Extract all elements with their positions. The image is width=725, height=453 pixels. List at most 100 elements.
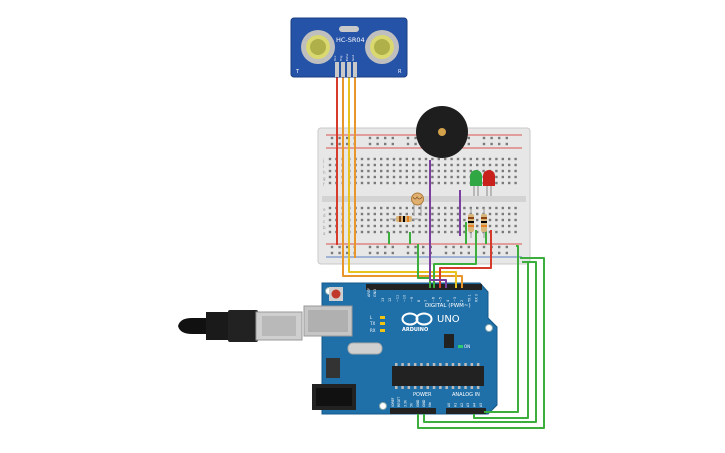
breadboard-hole (508, 181, 511, 185)
breadboard-hole (392, 212, 396, 216)
rail-hole (376, 251, 379, 255)
rail-hole (422, 245, 425, 249)
breadboard-hole (386, 169, 389, 173)
rail-hole (346, 136, 349, 140)
wire-echo-to-pin (348, 232, 457, 288)
breadboard-hole (444, 212, 447, 216)
rail-hole (338, 251, 341, 255)
rail-hole (338, 136, 341, 140)
breadboard-hole (373, 157, 376, 161)
breadboard-hole (386, 218, 389, 222)
breadboard-hole (424, 224, 428, 228)
chip-pins (395, 363, 480, 389)
breadboard-hole (360, 230, 364, 234)
chip-pin (445, 386, 448, 389)
rail-hole (414, 142, 417, 146)
chip-pin (451, 386, 455, 389)
breadboard-hole (456, 218, 460, 222)
row-label-f: f (323, 182, 325, 187)
digital-pin-label: 4 (446, 300, 450, 302)
row-label-d: d (323, 213, 326, 218)
wire-analog-a0 (473, 261, 529, 419)
led-green (470, 170, 482, 196)
breadboard-hole (367, 157, 370, 161)
rail-hole (505, 245, 508, 249)
breadboard-hole (463, 230, 466, 234)
row-label-i: i (323, 164, 324, 169)
breadboard-hole (386, 230, 389, 234)
chip-pin (395, 386, 398, 389)
breadboard-hole (392, 169, 396, 173)
breadboard-hole (399, 224, 402, 228)
photoresistor (411, 192, 424, 216)
chip-pin (413, 363, 417, 366)
breadboard-hole (367, 212, 370, 216)
breadboard-hole (437, 206, 440, 210)
breadboard-hole (444, 163, 447, 167)
rail-hole (467, 251, 470, 255)
breadboard-hole (469, 163, 472, 167)
breadboard-hole (437, 175, 440, 179)
breadboard-hole (508, 212, 511, 216)
breadboard-hole (476, 224, 479, 228)
breadboard-hole (508, 157, 511, 161)
breadboard-hole (463, 181, 466, 185)
digital-pin-label: ~10 (403, 295, 407, 302)
breadboard-hole (495, 169, 498, 173)
rail-hole (391, 136, 394, 140)
breadboard-hole (476, 212, 479, 216)
breadboard-hole (392, 175, 396, 179)
chip-pin (445, 363, 448, 366)
transducer-left (301, 30, 335, 64)
breadboard-hole (412, 230, 415, 234)
analog-label: ANALOG IN (452, 392, 480, 398)
chip-pin (413, 386, 417, 389)
breadboard-hole (450, 175, 453, 179)
rail-hole (330, 142, 334, 146)
breadboard-hole (412, 181, 415, 185)
rail-hole (384, 245, 387, 249)
breadboard-row-labels: j i h g f e d c b a (322, 158, 326, 236)
breadboard-hole (424, 218, 428, 222)
breadboard-hole (444, 169, 447, 173)
breadboard-hole (424, 206, 428, 210)
breadboard-hole (456, 163, 460, 167)
breadboard-hole (373, 230, 376, 234)
breadboard-hole (501, 230, 504, 234)
breadboard-hole (463, 218, 466, 222)
resistor-led-green (468, 208, 474, 238)
digital-pin-label: 12 (388, 298, 392, 302)
breadboard-hole (495, 206, 498, 210)
rail-hole (490, 136, 493, 140)
breadboard-hole (508, 224, 511, 228)
breadboard-hole (488, 157, 492, 161)
breadboard-hole (450, 181, 453, 185)
breadboard-hole (514, 224, 517, 228)
sensor-t-mark: T (295, 69, 300, 75)
usb-cable (178, 310, 303, 342)
breadboard-hole (501, 175, 504, 179)
breadboard-hole (450, 218, 453, 222)
rail-hole (338, 245, 341, 249)
breadboard-hole (501, 206, 504, 210)
l-led-label: L (370, 315, 373, 320)
rail-hole (414, 251, 417, 255)
chip-pin (407, 386, 411, 389)
on-led-label: ON (464, 344, 470, 349)
breadboard-hole (424, 230, 428, 234)
reset-button[interactable] (329, 287, 343, 301)
breadboard-hole (501, 212, 504, 216)
row-label-a: a (323, 231, 326, 236)
wires (336, 77, 545, 429)
breadboard-hole (437, 224, 440, 228)
analog-pin-label: A0 (447, 403, 451, 407)
breadboard-hole (328, 157, 332, 161)
breadboard-hole (431, 206, 434, 210)
breadboard-hole (373, 212, 376, 216)
breadboard-hole (488, 206, 492, 210)
breadboard-hole (456, 181, 460, 185)
breadboard-hole (514, 206, 517, 210)
chip-pin (470, 386, 474, 389)
